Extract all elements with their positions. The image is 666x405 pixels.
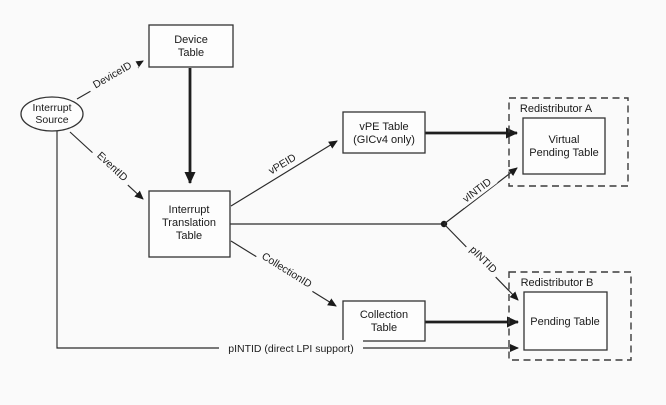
vpt-line1: Virtual bbox=[549, 134, 580, 146]
svg-text:pINTID (direct LPI support): pINTID (direct LPI support) bbox=[228, 343, 353, 355]
node-virtual-pending-table: Virtual Pending Table bbox=[522, 117, 606, 175]
device-table-shape bbox=[148, 24, 234, 68]
collection-table-line2: Table bbox=[371, 322, 397, 334]
svg-text:EventID: EventID bbox=[94, 150, 130, 185]
svg-text:CollectionID: CollectionID bbox=[259, 250, 314, 290]
redistributor-a-label: Redistributor A bbox=[520, 103, 593, 115]
pending-table-shape bbox=[523, 291, 608, 351]
interrupt-translation-table-shape bbox=[148, 190, 231, 258]
itt-line3: Table bbox=[176, 230, 202, 242]
svg-text:pINTID: pINTID bbox=[467, 244, 499, 276]
pending-table-line1: Pending Table bbox=[530, 316, 600, 328]
interrupt-source-shape bbox=[20, 96, 84, 132]
node-interrupt-source: Interrupt Source bbox=[20, 96, 84, 132]
edge-label-deviceid: DeviceID bbox=[86, 56, 139, 95]
interrupt-source-line2: Source bbox=[35, 114, 68, 126]
vpt-line2: Pending Table bbox=[529, 147, 599, 159]
node-collection-table: Collection Table bbox=[342, 300, 426, 342]
itt-line2: Translation bbox=[162, 217, 216, 229]
edge-label-direct-lpi: pINTID (direct LPI support) bbox=[219, 340, 363, 355]
svg-text:DeviceID: DeviceID bbox=[91, 59, 134, 91]
edge-vpeid bbox=[230, 140, 338, 207]
region-redistributor-b bbox=[508, 271, 632, 361]
edge-label-vintid: vINTID bbox=[456, 173, 498, 209]
node-device-table: Device Table bbox=[148, 24, 234, 68]
edge-direct-lpi bbox=[56, 130, 519, 352]
node-pending-table: Pending Table bbox=[523, 291, 608, 351]
svg-text:vPEID: vPEID bbox=[267, 151, 299, 177]
vpe-table-line1: vPE Table bbox=[359, 121, 408, 133]
interrupt-source-line1: Interrupt bbox=[32, 102, 71, 114]
virtual-pending-table-shape bbox=[522, 117, 606, 175]
edge-label-eventid: EventID bbox=[90, 146, 134, 188]
edge-label-vpeid: vPEID bbox=[262, 148, 303, 180]
vpe-table-line2: (GICv4 only) bbox=[353, 134, 415, 146]
collection-table-shape bbox=[342, 300, 426, 342]
device-table-line2: Table bbox=[178, 47, 204, 59]
collection-table-line1: Collection bbox=[360, 309, 408, 321]
edge-vintid bbox=[443, 167, 518, 225]
node-vpe-table: vPE Table (GICv4 only) bbox=[342, 111, 426, 154]
node-interrupt-translation-table: Interrupt Translation Table bbox=[148, 190, 231, 258]
svg-text:vINTID: vINTID bbox=[461, 176, 495, 205]
device-table-line1: Device bbox=[174, 34, 208, 46]
edge-label-collectionid: CollectionID bbox=[255, 247, 318, 294]
itt-line1: Interrupt bbox=[169, 204, 210, 216]
vpe-table-shape bbox=[342, 111, 426, 154]
redistributor-b-label: Redistributor B bbox=[521, 277, 594, 289]
edge-label-pintid: pINTID bbox=[464, 240, 503, 279]
region-redistributor-a bbox=[508, 97, 629, 187]
